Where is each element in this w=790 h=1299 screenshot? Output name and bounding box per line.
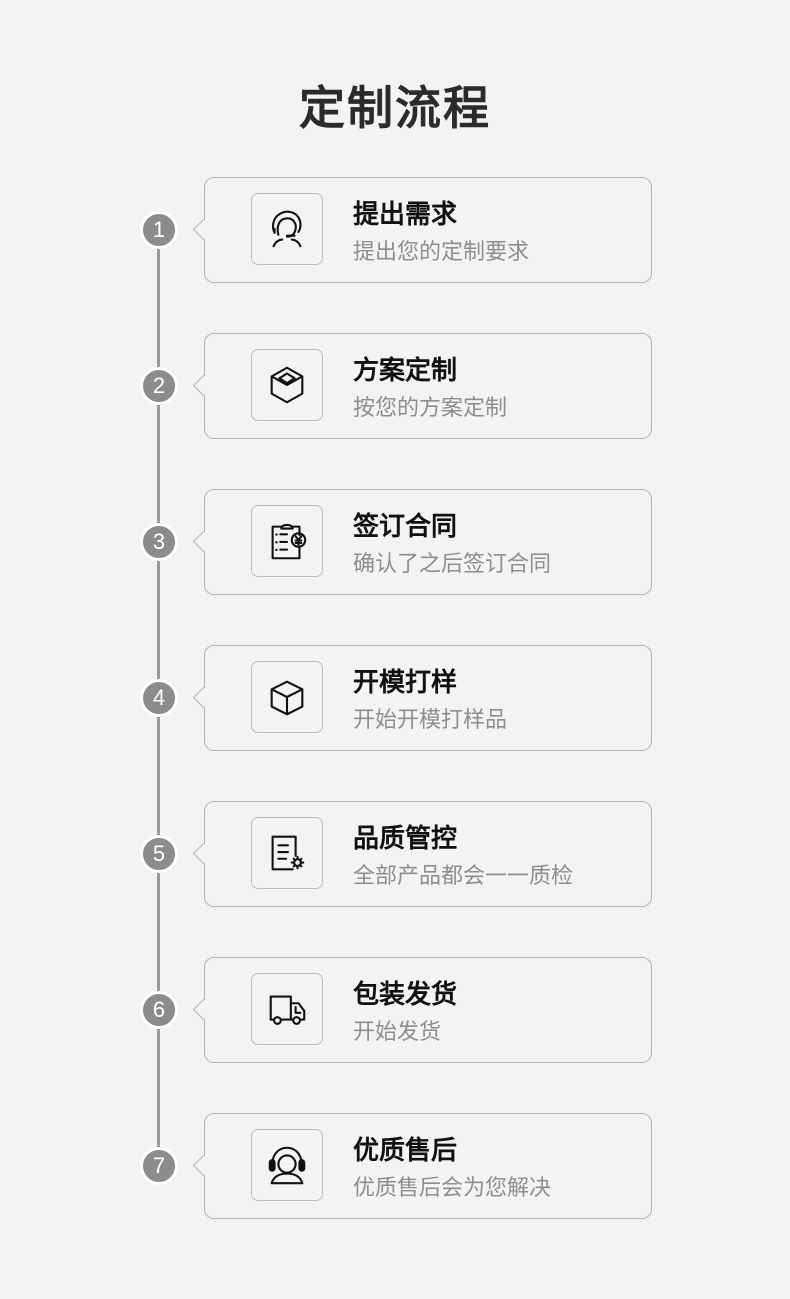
step-title: 优质售后 [353, 1136, 458, 1166]
step-card: 签订合同 确认了之后签订合同 [192, 489, 652, 595]
step-number-badge: 1 [140, 211, 178, 249]
step-card: 提出需求 提出您的定制要求 [192, 177, 652, 283]
step-number-badge: 4 [140, 679, 178, 717]
step-number-badge: 2 [140, 367, 178, 405]
step-card: 包装发货 开始发货 [192, 957, 652, 1063]
open-box-icon [251, 349, 323, 421]
step-description: 开始开模打样品 [353, 708, 508, 733]
step-number-badge: 7 [140, 1147, 178, 1185]
step-title: 包装发货 [353, 980, 458, 1010]
step-title: 提出需求 [353, 200, 458, 230]
headset-support-icon [251, 1129, 323, 1201]
step-number-badge: 5 [140, 835, 178, 873]
step-4: 4 开模打样 开始开模打样品 [0, 645, 790, 751]
page-title: 定制流程 [299, 81, 491, 135]
card-pointer [192, 1154, 215, 1177]
card-pointer [192, 998, 215, 1021]
document-gear-icon [251, 817, 323, 889]
step-description: 开始发货 [353, 1020, 442, 1045]
step-card: 方案定制 按您的方案定制 [192, 333, 652, 439]
step-card: 品质管控 全部产品都会一一质检 [192, 801, 652, 907]
step-description: 按您的方案定制 [353, 396, 508, 421]
step-3: 3 签订合同 确认了之后签订合同 [0, 489, 790, 595]
step-description: 优质售后会为您解决 [353, 1176, 552, 1201]
step-card: 开模打样 开始开模打样品 [192, 645, 652, 751]
step-description: 全部产品都会一一质检 [353, 864, 574, 889]
delivery-truck-icon [251, 973, 323, 1045]
step-description: 确认了之后签订合同 [353, 552, 552, 577]
card-pointer [192, 218, 215, 241]
step-title: 开模打样 [353, 668, 458, 698]
card-pointer [192, 530, 215, 553]
card-pointer [192, 842, 215, 865]
card-pointer [192, 374, 215, 397]
card-pointer [192, 686, 215, 709]
step-1: 1 提出需求 提出您的定制要求 [0, 177, 790, 283]
customer-service-person-icon [251, 193, 323, 265]
clipboard-yen-icon [251, 505, 323, 577]
step-description: 提出您的定制要求 [353, 240, 530, 265]
step-number-badge: 6 [140, 991, 178, 1029]
step-title: 签订合同 [353, 512, 458, 542]
step-6: 6 包装发货 开始发货 [0, 957, 790, 1063]
step-number-badge: 3 [140, 523, 178, 561]
step-title: 品质管控 [353, 824, 458, 854]
cube-icon [251, 661, 323, 733]
step-card: 优质售后 优质售后会为您解决 [192, 1113, 652, 1219]
step-title: 方案定制 [353, 356, 458, 386]
step-7: 7 优质售后 优质售后会为您解决 [0, 1113, 790, 1219]
step-2: 2 方案定制 按您的方案定制 [0, 333, 790, 439]
step-5: 5 品质管控 全部产品都会一一质检 [0, 801, 790, 907]
